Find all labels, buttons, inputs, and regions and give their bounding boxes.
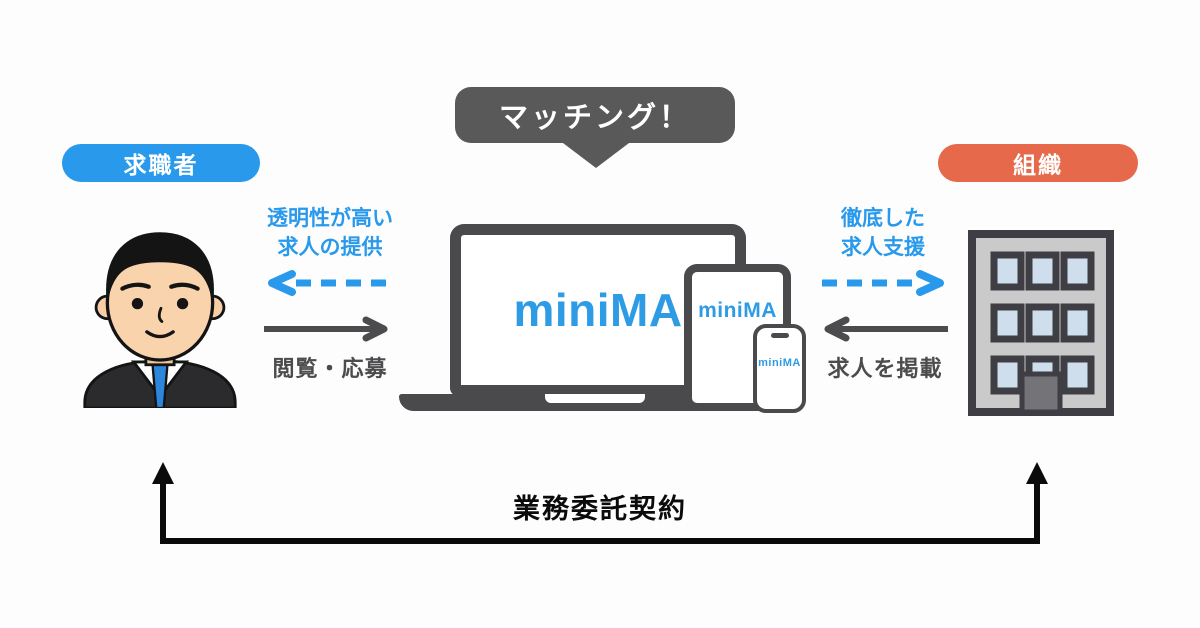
job-offer-benefit-line1: 透明性が高い [267, 207, 393, 230]
recruit-support-line1: 徹底した [841, 207, 925, 230]
organization-badge: 組織 [938, 144, 1138, 182]
organization-building-icon [968, 230, 1114, 416]
laptop-notch [545, 394, 645, 403]
logo-prefix: mini [513, 284, 610, 336]
contract-bracket-icon [152, 462, 1048, 544]
matching-callout-tail [559, 140, 633, 168]
dashed-arrow-right-icon [822, 270, 944, 296]
job-offer-benefit-line2: 求人の提供 [277, 236, 383, 260]
logo-suffix: MA [782, 357, 801, 369]
platform-logo-tablet: miniMA [692, 300, 783, 321]
phone: miniMA [753, 324, 806, 413]
browse-apply-text: 閲覧・応募 [272, 356, 388, 381]
recruit-support-text: 徹底した 求人支援 [808, 204, 958, 263]
solid-arrow-left-icon [824, 316, 948, 342]
logo-prefix: mini [758, 357, 783, 369]
organization-badge-label: 組織 [1013, 152, 1063, 178]
solid-arrow-right-icon [264, 316, 388, 342]
job-offer-benefit-text: 透明性が高い 求人の提供 [255, 204, 405, 263]
dashed-arrow-left-icon [268, 270, 390, 296]
contract-label: 業務委託契約 [513, 494, 687, 524]
platform-logo-phone: miniMA [757, 358, 802, 369]
platform-logo-laptop: miniMA [513, 287, 682, 333]
job-seeker-badge: 求職者 [62, 144, 260, 182]
matching-callout-label: マッチング！ [498, 102, 691, 134]
logo-suffix: MA [610, 284, 683, 336]
phone-island [770, 333, 789, 338]
logo-prefix: mini [698, 299, 744, 322]
job-seeker-badge-label: 求職者 [123, 152, 199, 178]
job-seeker-icon [83, 232, 237, 408]
recruit-support-line2: 求人支援 [841, 236, 925, 260]
matching-callout: マッチング！ [455, 87, 735, 143]
post-jobs-text: 求人を掲載 [827, 356, 943, 381]
logo-suffix: MA [743, 299, 777, 322]
